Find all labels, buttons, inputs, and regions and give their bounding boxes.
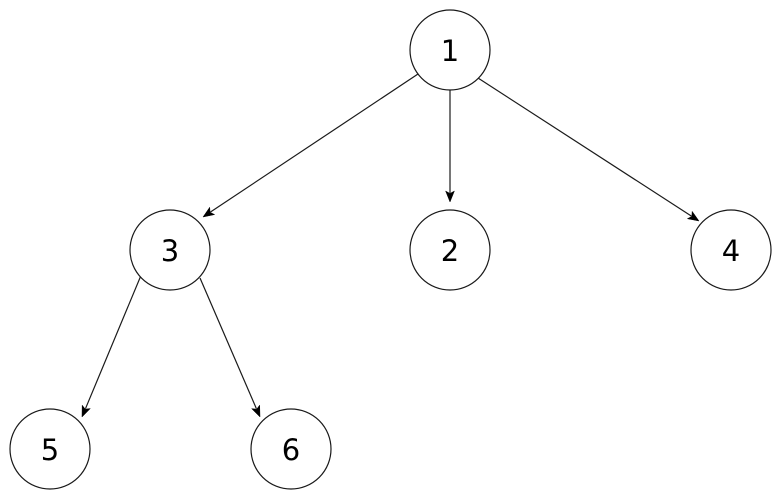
node-4[interactable]: 4 [690,209,772,291]
edge-3-to-5 [81,272,143,418]
node-circle[interactable] [9,408,91,490]
node-1[interactable]: 1 [409,9,491,91]
node-circle[interactable] [129,209,211,291]
arrow-head-icon [445,190,455,203]
edge-line [477,77,692,217]
node-circle[interactable] [409,209,491,291]
arrow-head-icon [202,206,216,218]
node-circle[interactable] [409,9,491,91]
edge-1-to-4 [477,77,700,222]
edge-1-to-3 [202,73,419,218]
node-label: 2 [441,234,459,268]
arrow-head-icon [686,210,700,222]
node-label: 6 [282,433,300,467]
node-circle[interactable] [690,209,772,291]
node-label: 5 [41,433,59,467]
edge-1-to-2 [445,90,455,203]
arrow-head-icon [250,404,261,418]
node-circle[interactable] [250,408,332,490]
edge-line [84,272,143,409]
edge-line [210,73,419,213]
arrow-head-icon [81,404,91,418]
nodes-layer: 1 3 2 4 5 6 [9,9,772,490]
node-label: 3 [161,234,179,268]
edge-line [199,277,257,409]
node-5[interactable]: 5 [9,408,91,490]
node-label: 1 [441,34,459,68]
edge-3-to-6 [199,277,261,418]
node-6[interactable]: 6 [250,408,332,490]
node-2[interactable]: 2 [409,209,491,291]
node-label: 4 [722,234,740,268]
edges-layer [81,73,700,418]
node-3[interactable]: 3 [129,209,211,291]
